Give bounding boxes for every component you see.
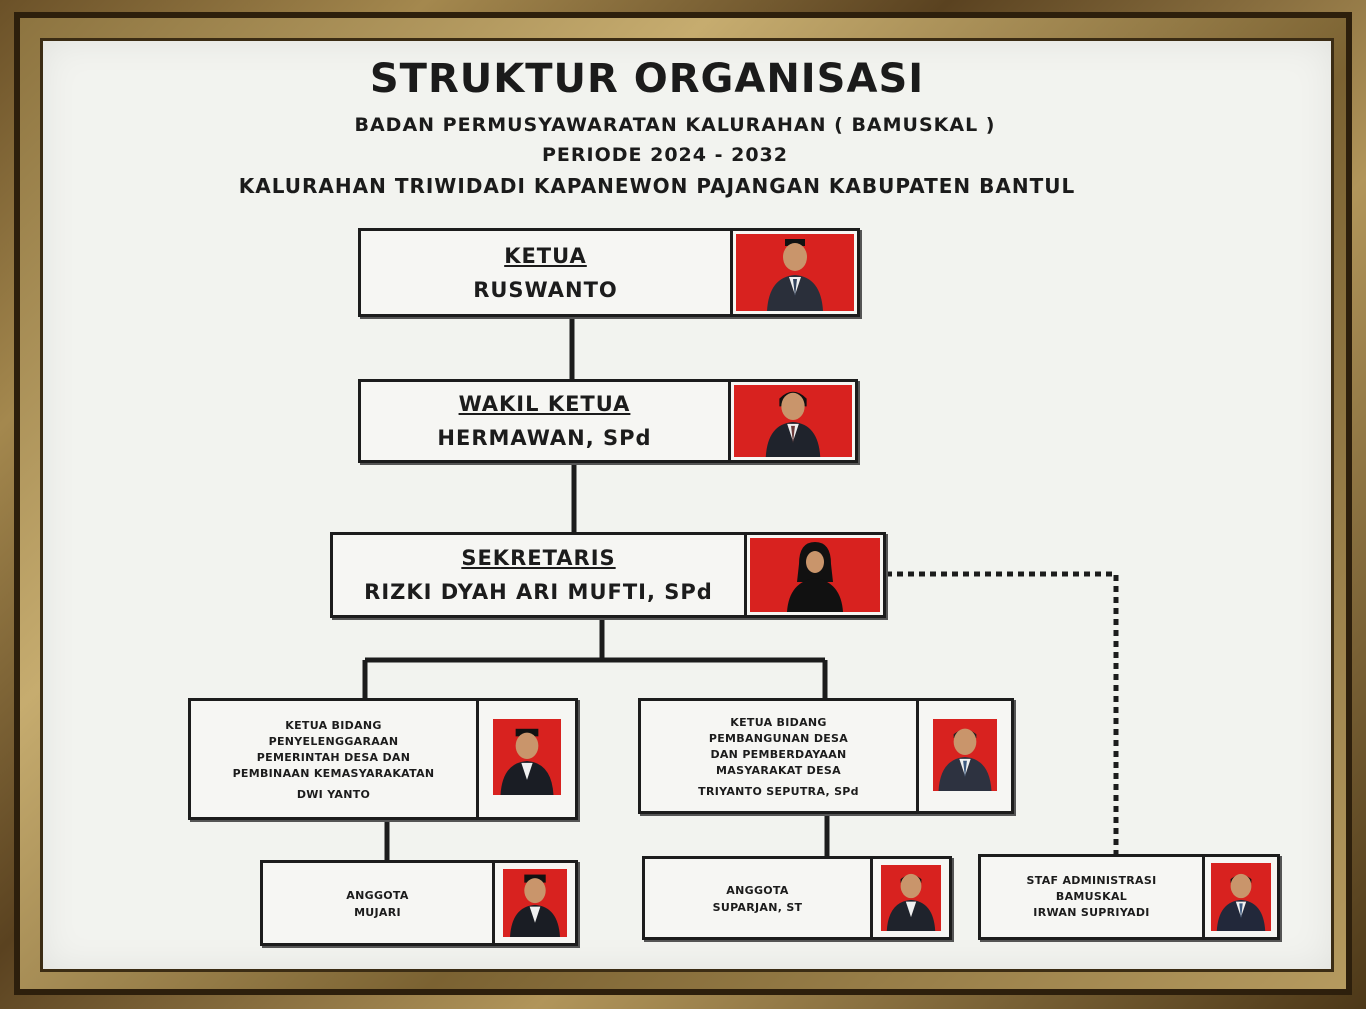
wakil-ketua-photo: [731, 382, 855, 460]
anggota-mujari-photo: [495, 863, 575, 943]
bidang-pemerintahan-role-line: PENYELENGGARAAN: [268, 734, 399, 748]
anggota-suparjan-photo: [873, 859, 949, 937]
bidang-pemerintahan-text: KETUA BIDANG PENYELENGGARAAN PEMERINTAH …: [191, 701, 479, 817]
person-icon: [767, 239, 823, 311]
staf-administrasi-role-line: BAMUSKAL: [1055, 890, 1128, 903]
bidang-pemerintahan-name: DWI YANTO: [296, 787, 371, 801]
anggota-mujari-name: MUJARI: [354, 905, 401, 919]
anggota-suparjan-text: ANGGOTA SUPARJAN, ST: [645, 859, 873, 937]
person-icon: [510, 874, 560, 937]
sekretaris-name: RIZKI DYAH ARI MUFTI, SPd: [364, 580, 713, 604]
bidang-pembangunan-role-line: MASYARAKAT DESA: [716, 763, 841, 777]
anggota-suparjan-box: ANGGOTA SUPARJAN, ST: [642, 856, 952, 940]
line-sekretaris-staf-dotted: [886, 571, 1119, 856]
person-icon: [500, 728, 554, 795]
bidang-pemerintahan-role-line: PEMBINAAN KEMASYARAKATAN: [232, 766, 435, 780]
bidang-pembangunan-role-line: PEMBANGUNAN DESA: [708, 731, 849, 745]
sekretaris-role: SEKRETARIS: [461, 546, 616, 570]
staf-administrasi-box: STAF ADMINISTRASI BAMUSKAL IRWAN SUPRIYA…: [978, 854, 1280, 940]
anggota-mujari-text: ANGGOTA MUJARI: [263, 863, 495, 943]
sekretaris-text: SEKRETARIS RIZKI DYAH ARI MUFTI, SPd: [333, 535, 747, 615]
bidang-pembangunan-box: KETUA BIDANG PEMBANGUNAN DESA DAN PEMBER…: [638, 698, 1014, 814]
sekretaris-box: SEKRETARIS RIZKI DYAH ARI MUFTI, SPd: [330, 532, 886, 618]
anggota-mujari-box: ANGGOTA MUJARI: [260, 860, 578, 946]
anggota-mujari-role: ANGGOTA: [346, 888, 409, 902]
chart-title: STRUKTUR ORGANISASI: [369, 56, 925, 102]
bidang-pemerintahan-box: KETUA BIDANG PENYELENGGARAAN PEMERINTAH …: [188, 698, 578, 820]
person-icon: [886, 873, 936, 931]
staf-administrasi-photo: [1205, 857, 1277, 937]
person-icon: [1216, 873, 1266, 931]
bidang-pembangunan-text: KETUA BIDANG PEMBANGUNAN DESA DAN PEMBER…: [641, 701, 919, 811]
wakil-ketua-text: WAKIL KETUA HERMAWAN, SPd: [361, 382, 731, 460]
bidang-pembangunan-role-line: KETUA BIDANG: [730, 715, 827, 729]
wakil-ketua-box: WAKIL KETUA HERMAWAN, SPd: [358, 379, 858, 463]
ketua-text: KETUA RUSWANTO: [361, 231, 733, 314]
chart-location: KALURAHAN TRIWIDADI KAPANEWON PAJANGAN K…: [238, 174, 1076, 198]
chart-period: PERIODE 2024 - 2032: [542, 144, 788, 166]
sekretaris-photo: [747, 535, 883, 615]
bidang-pemerintahan-photo: [479, 701, 575, 817]
ketua-name: RUSWANTO: [473, 277, 618, 302]
ketua-photo: [733, 231, 857, 314]
person-icon: [765, 391, 821, 457]
staf-administrasi-role-line: STAF ADMINISTRASI: [1026, 874, 1157, 887]
bidang-pembangunan-photo: [919, 701, 1011, 811]
bidang-pemerintahan-role-line: KETUA BIDANG: [285, 718, 382, 732]
person-hijab-icon: [787, 542, 843, 612]
ketua-box: KETUA RUSWANTO: [358, 228, 860, 317]
staf-administrasi-name: IRWAN SUPRIYADI: [1033, 906, 1150, 919]
bidang-pembangunan-name: TRIYANTO SEPUTRA, SPd: [698, 784, 859, 798]
staf-administrasi-text: STAF ADMINISTRASI BAMUSKAL IRWAN SUPRIYA…: [981, 857, 1205, 937]
org-chart-board: STRUKTUR ORGANISASI BADAN PERMUSYAWARATA…: [40, 38, 1334, 972]
wakil-ketua-role: WAKIL KETUA: [458, 392, 631, 416]
bidang-pembangunan-role-line: DAN PEMBERDAYAAN: [710, 747, 847, 761]
wakil-ketua-name: HERMAWAN, SPd: [437, 426, 652, 450]
bidang-pemerintahan-role-line: PEMERINTAH DESA DAN: [256, 750, 411, 764]
chart-subtitle: BADAN PERMUSYAWARATAN KALURAHAN ( BAMUSK…: [354, 114, 996, 136]
ketua-role: KETUA: [504, 243, 587, 268]
person-icon: [938, 728, 992, 791]
anggota-suparjan-name: SUPARJAN, ST: [712, 900, 803, 914]
connector-lines: [362, 315, 1119, 860]
anggota-suparjan-role: ANGGOTA: [726, 883, 789, 897]
